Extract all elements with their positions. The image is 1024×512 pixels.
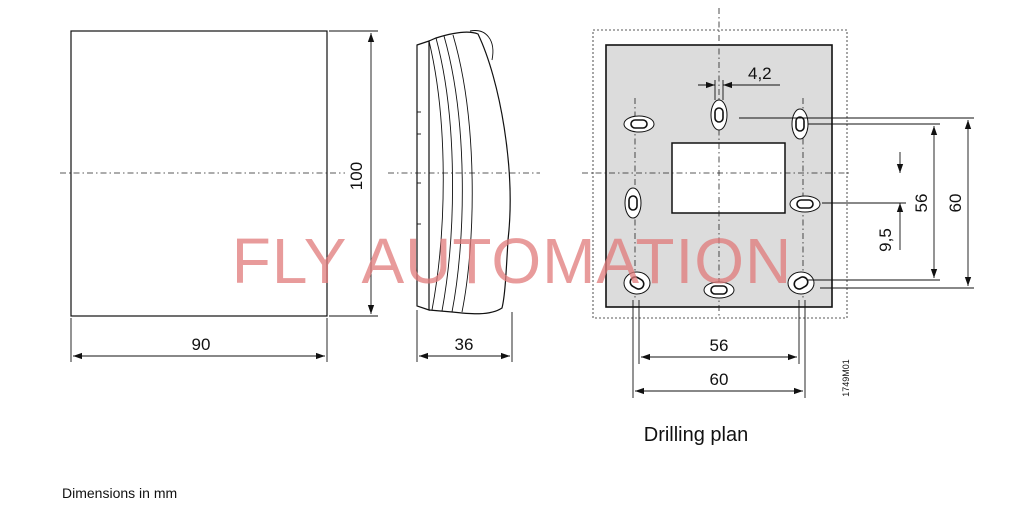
mounting-slot [710,99,728,131]
footer-note: Dimensions in mm [62,485,177,501]
slot-width-label: 4,2 [748,64,772,83]
watermark: FLY AUTOMATION [232,225,792,297]
front-view-outline [70,30,328,317]
mounting-slot [623,115,655,133]
horizontal-inner-label: 56 [710,336,729,355]
mounting-slot [791,108,809,140]
side-cover-layer-1 [428,40,444,311]
drawing-code: 1749M01 [841,359,851,397]
side-depth-label: 36 [455,335,474,354]
vertical-inner-label: 56 [912,194,931,213]
mounting-slot [787,271,815,295]
mounting-slot [624,187,642,219]
horizontal-outer-label: 60 [710,370,729,389]
vertical-outer-label: 60 [946,194,965,213]
drilling-plan-caption: Drilling plan [644,424,749,446]
side-cover-rim [469,30,494,61]
side-cover-layer-4 [452,34,473,313]
side-view: 36 [388,30,540,362]
mounting-slot [789,195,821,213]
front-view: 100 90 [60,30,378,362]
front-width-label: 90 [192,335,211,354]
hole-offset-label: 9,5 [876,228,895,252]
mounting-slot [703,281,735,299]
side-cover-outer [428,31,511,315]
mounting-slot [623,271,651,295]
side-cover-layer-3 [443,35,463,313]
drilling-plan: 4,2 9,5 56 60 56 60 1749M01 Drilling pla… [582,8,974,446]
mounting-plate-outline [592,29,848,319]
front-height-label: 100 [347,162,366,190]
cable-opening [671,142,786,214]
side-cover-layer-2 [435,37,453,312]
